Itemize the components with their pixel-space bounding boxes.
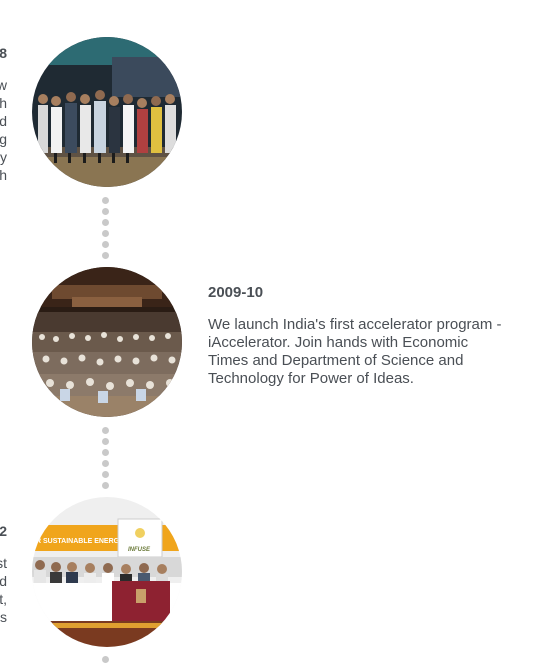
timeline-entry-description: We launch India's first accelerator prog… — [208, 316, 502, 387]
next-entry-line: s — [0, 609, 7, 625]
next-entry-line: st — [0, 555, 7, 571]
banner-text: R SUSTAINABLE ENERGY (INFUSE) — [36, 538, 156, 545]
timeline-entry-year: 2009-10 — [208, 284, 264, 301]
next-entry-line: d — [0, 573, 7, 589]
timeline-photo-conference-panel: R SUSTAINABLE ENERGY (INFUSE) INFUSE — [32, 497, 182, 647]
timeline-photo-auditorium — [32, 267, 182, 417]
previous-entry-line: w — [0, 77, 7, 93]
timeline-photo-group-stage — [32, 37, 182, 187]
previous-entry-line: h — [0, 167, 7, 183]
previous-entry-line: d — [0, 113, 7, 129]
timeline-connector — [102, 656, 110, 667]
next-entry-line: t, — [0, 591, 7, 607]
previous-entry-line: y — [0, 149, 7, 165]
previous-entry-year: 8 — [0, 45, 7, 61]
timeline-connector — [102, 197, 110, 263]
screen-text: INFUSE — [128, 547, 151, 553]
next-entry-year: 2 — [0, 523, 7, 539]
timeline-connector — [102, 427, 110, 493]
previous-entry-line: h — [0, 95, 7, 111]
previous-entry-line: g — [0, 131, 7, 147]
